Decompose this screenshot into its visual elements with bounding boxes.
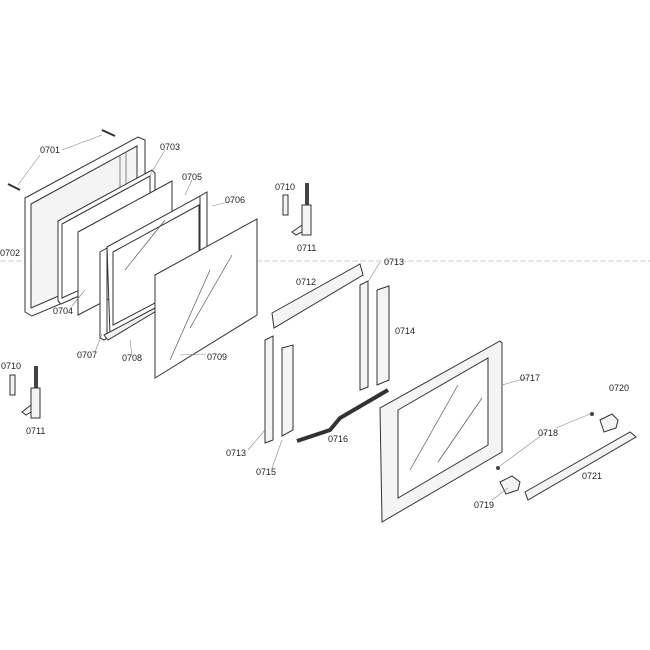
label-0710-lower: 0710: [1, 361, 21, 371]
part-0721-handle[interactable]: [524, 431, 637, 501]
part-0705-frame[interactable]: [106, 195, 206, 336]
part-0718-screw-2[interactable]: [590, 412, 594, 416]
label-0710: 0710: [275, 182, 295, 192]
label-0707: 0707: [77, 350, 97, 360]
label-0713-lower: 0713: [226, 448, 246, 458]
part-0711-hinge[interactable]: [291, 183, 312, 236]
label-0721: 0721: [582, 471, 602, 481]
label-0709: 0709: [207, 352, 227, 362]
label-0711-lower: 0711: [26, 426, 45, 436]
part-0710-clip-lower[interactable]: [9, 374, 16, 396]
part-0715-side[interactable]: [281, 344, 294, 437]
part-0713-side-lower[interactable]: [264, 335, 274, 444]
label-0708: 0708: [122, 353, 142, 363]
part-0716-bar[interactable]: [296, 388, 390, 443]
part-0711-hinge-lower[interactable]: [21, 366, 41, 419]
label-0711: 0711: [297, 243, 316, 253]
part-0710-clip[interactable]: [282, 194, 289, 216]
label-0717: 0717: [520, 373, 540, 383]
part-0714-side[interactable]: [376, 285, 390, 386]
label-0719: 0719: [474, 500, 494, 510]
part-0718-screw[interactable]: [496, 466, 500, 470]
label-0718: 0718: [538, 428, 558, 438]
label-0715: 0715: [256, 467, 276, 477]
part-0709-glass[interactable]: [154, 218, 258, 379]
part-0707-bracket[interactable]: [99, 247, 108, 341]
label-0716: 0716: [328, 434, 348, 444]
label-0714: 0714: [395, 326, 415, 336]
label-0712: 0712: [296, 277, 316, 287]
part-0713-side-upper[interactable]: [359, 280, 369, 391]
label-0706: 0706: [225, 195, 245, 205]
part-0720-end-cap[interactable]: [599, 413, 619, 433]
label-0701: 0701: [40, 145, 60, 155]
label-0713: 0713: [384, 257, 404, 267]
leader-lines: [17, 134, 591, 501]
label-0705: 0705: [182, 172, 202, 182]
part-0717-outer-door[interactable]: [379, 340, 503, 523]
part-0712-rail[interactable]: [271, 263, 364, 329]
label-0702: 0702: [0, 248, 20, 258]
label-0703: 0703: [160, 142, 180, 152]
part-0719-end-cap[interactable]: [499, 475, 521, 495]
label-0720: 0720: [609, 383, 629, 393]
label-0704: 0704: [53, 306, 73, 316]
